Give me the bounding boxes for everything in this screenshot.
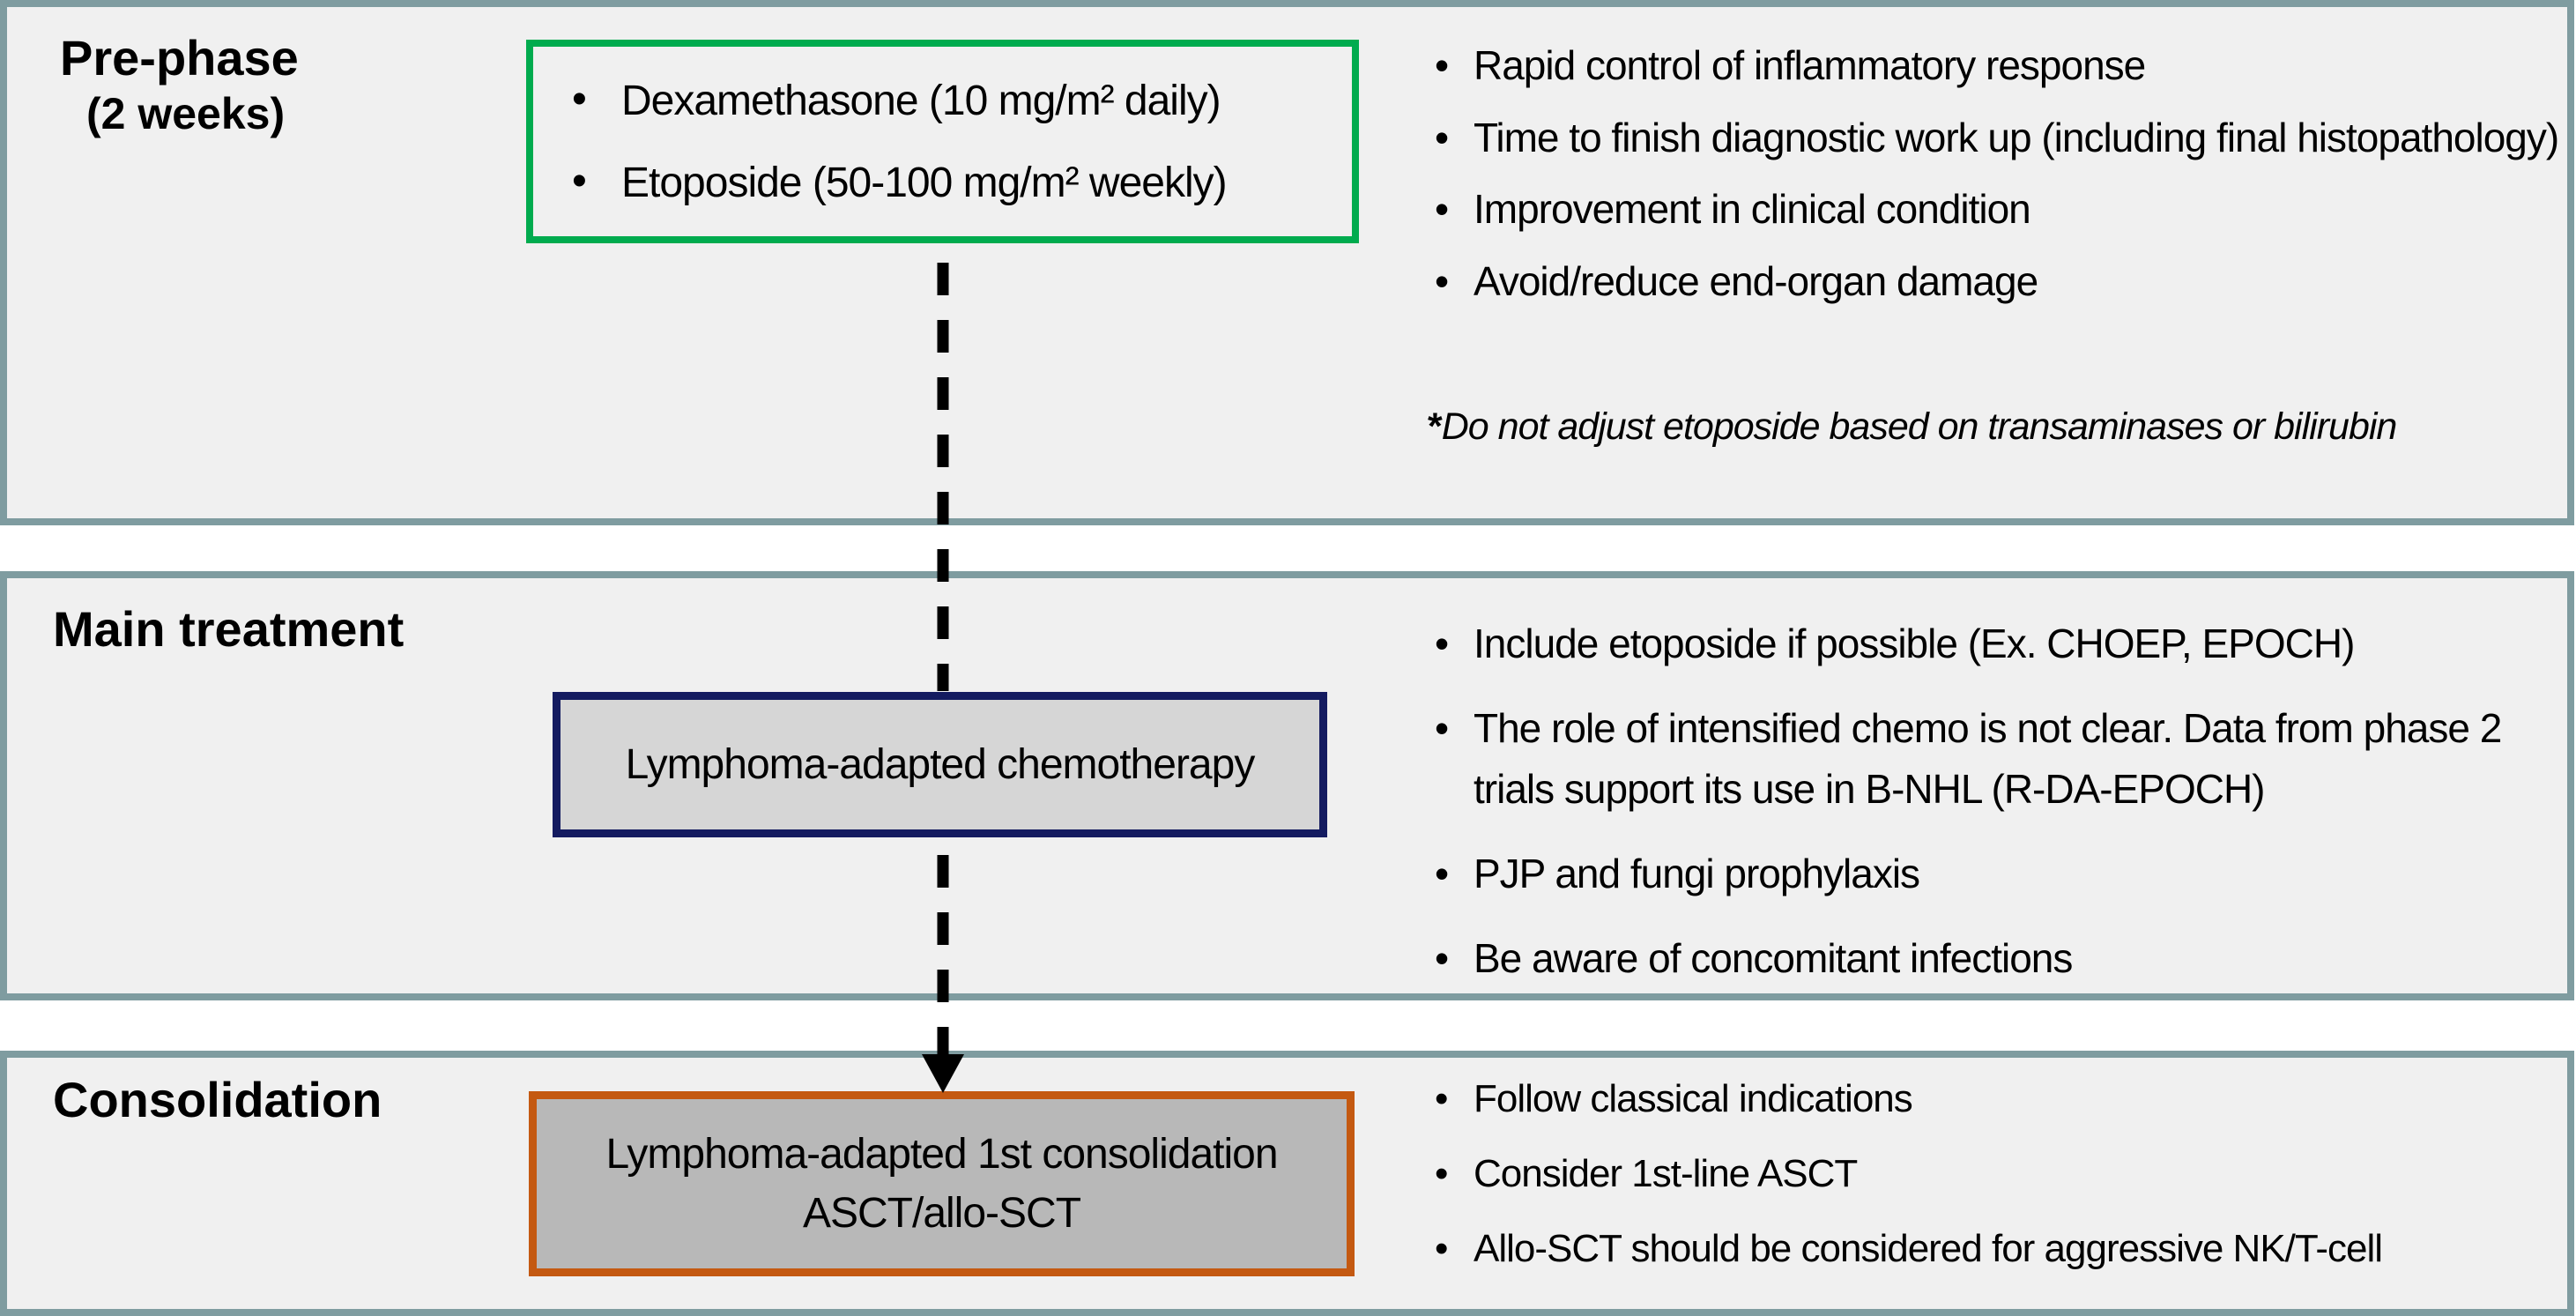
phase-panel-consolidation: Consolidation Lymphoma-adapted 1st conso… <box>0 1051 2574 1316</box>
phase-title: Pre-phase <box>60 30 299 86</box>
main-treatment-box-text: Lymphoma-adapted chemotherapy <box>625 740 1256 788</box>
drug-item: Dexamethasone (10 mg/m² daily) <box>533 75 1352 125</box>
note-item: Follow classical indications <box>1428 1070 2561 1128</box>
phase-title: Main treatment <box>53 601 405 657</box>
prephase-drug-box: Dexamethasone (10 mg/m² daily) Etoposide… <box>526 40 1359 243</box>
note-item: The role of intensified chemo is not cle… <box>1428 698 2561 820</box>
main-treatment-box: Lymphoma-adapted chemotherapy <box>553 692 1327 837</box>
phase-label-main-treatment: Main treatment <box>53 599 404 658</box>
note-item: PJP and fungi prophylaxis <box>1428 844 2561 904</box>
prephase-notes: Rapid control of inflammatory response T… <box>1428 33 2561 322</box>
phase-label-consolidation: Consolidation <box>53 1070 382 1129</box>
phase-label-prephase: Pre-phase (2 weeks) <box>60 28 299 140</box>
note-item: Time to finish diagnostic work up (inclu… <box>1428 106 2561 170</box>
etoposide-footnote: *Do not adjust etoposide based on transa… <box>1428 405 2573 449</box>
consolidation-box: Lymphoma-adapted 1st consolidation ASCT/… <box>529 1091 1355 1276</box>
drug-item: Etoposide (50-100 mg/m² weekly) <box>533 157 1352 207</box>
note-item: Rapid control of inflammatory response <box>1428 33 2561 98</box>
phase-panel-prephase: Pre-phase (2 weeks) Dexamethasone (10 mg… <box>0 0 2574 525</box>
note-item: Include etoposide if possible (Ex. CHOEP… <box>1428 613 2561 674</box>
phase-duration: (2 weeks) <box>86 89 286 139</box>
consolidation-box-text: Lymphoma-adapted 1st consolidation ASCT/… <box>605 1130 1278 1237</box>
note-item: Consider 1st-line ASCT <box>1428 1145 2561 1203</box>
note-item: Be aware of concomitant infections <box>1428 928 2561 989</box>
note-item: Improvement in clinical condition <box>1428 177 2561 242</box>
phase-title: Consolidation <box>53 1072 382 1127</box>
footnote-text: Do not adjust etoposide based on transam… <box>1441 405 2398 448</box>
main-treatment-notes: Include etoposide if possible (Ex. CHOEP… <box>1428 613 2561 1013</box>
note-item: Avoid/reduce end-organ damage <box>1428 249 2561 314</box>
consolidation-notes: Follow classical indications Consider 1s… <box>1428 1070 2561 1295</box>
note-item: Allo-SCT should be considered for aggres… <box>1428 1220 2561 1278</box>
phase-panel-main-treatment: Main treatment Lymphoma-adapted chemothe… <box>0 571 2574 1000</box>
footnote-asterisk: * <box>1428 405 1443 448</box>
